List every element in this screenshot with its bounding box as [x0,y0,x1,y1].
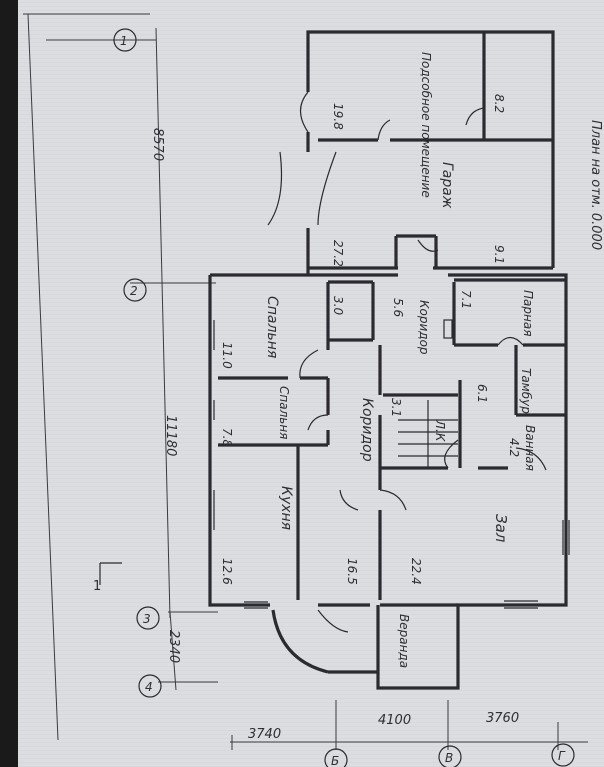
room-hall-area: 22.4 [409,558,423,585]
room-garage-area: 27.2 [331,240,345,267]
room-bedroom1-area: 11.0 [220,342,234,369]
walls [208,30,568,690]
door-swings [267,91,547,633]
room-stair-area: 3.1 [389,398,403,417]
room-washroom-name: Тамбур [519,368,533,414]
room-garage-right-area: 9.1 [492,245,506,264]
floor-plan-sheet: 1 2 3 4 Б В Г 8570 11180 2340 3740 4100 … [18,0,604,767]
room-small-top-area: 8.2 [492,94,506,113]
dim-width-2: 4100 [378,713,411,728]
room-steam-area: 7.1 [459,290,473,309]
plan-title: План на отм. 0.000 [588,120,603,250]
veranda-bay [213,320,570,674]
room-kitchen-name: Кухня [278,486,294,530]
dim-length-upper: 8570 [150,128,165,161]
room-hall-name: Зал [492,514,510,543]
stair [398,319,458,468]
axis-v: В [445,751,453,765]
room-steam-name: Парная [521,290,535,336]
dim-width-3: 3760 [486,711,519,726]
dim-length-end: 2340 [166,630,181,663]
dim-length-lower: 11180 [163,415,178,456]
room-bedroom2-area: 7.8 [220,428,234,447]
room-corridor-main-name: Коридор [359,398,375,462]
room-corridor-small-name: Коридор [417,300,431,355]
room-kitchen-area: 12.6 [220,558,234,585]
axis-g: Г [558,749,566,763]
room-bedroom2-name: Спальня [277,386,291,439]
room-garage-name: Гараж [439,162,455,209]
room-bedroom1-name: Спальня [264,296,280,358]
room-corridor-main-area: 16.5 [345,558,359,585]
room-bath-area: 4.2 [507,438,521,457]
room-utility-area: 19.8 [331,103,345,130]
room-veranda-name: Веранда [397,614,411,668]
axis-b: Б [331,754,339,767]
dim-width-1: 3740 [248,727,281,742]
dimension-lines [23,13,588,750]
room-utility-name: Подсобное помещение [419,52,433,198]
room-corridor-small-area: 5.6 [391,298,405,317]
section-marker: 1 [93,562,122,594]
axis-markers [113,28,575,767]
floor-plan-drawing: 1 2 3 4 Б В Г 8570 11180 2340 3740 4100 … [23,13,603,767]
room-washroom-area: 6.1 [475,384,489,403]
room-bath-name: Ванная [523,425,537,471]
room-closet-area: 3.0 [331,296,345,315]
axis-4: 4 [145,680,153,694]
room-stair-name: Л.К [433,419,447,442]
axis-2: 2 [130,284,138,298]
axis-1: 1 [120,34,128,48]
axis-3: 3 [143,612,151,626]
section-marker-label: 1 [93,579,101,594]
